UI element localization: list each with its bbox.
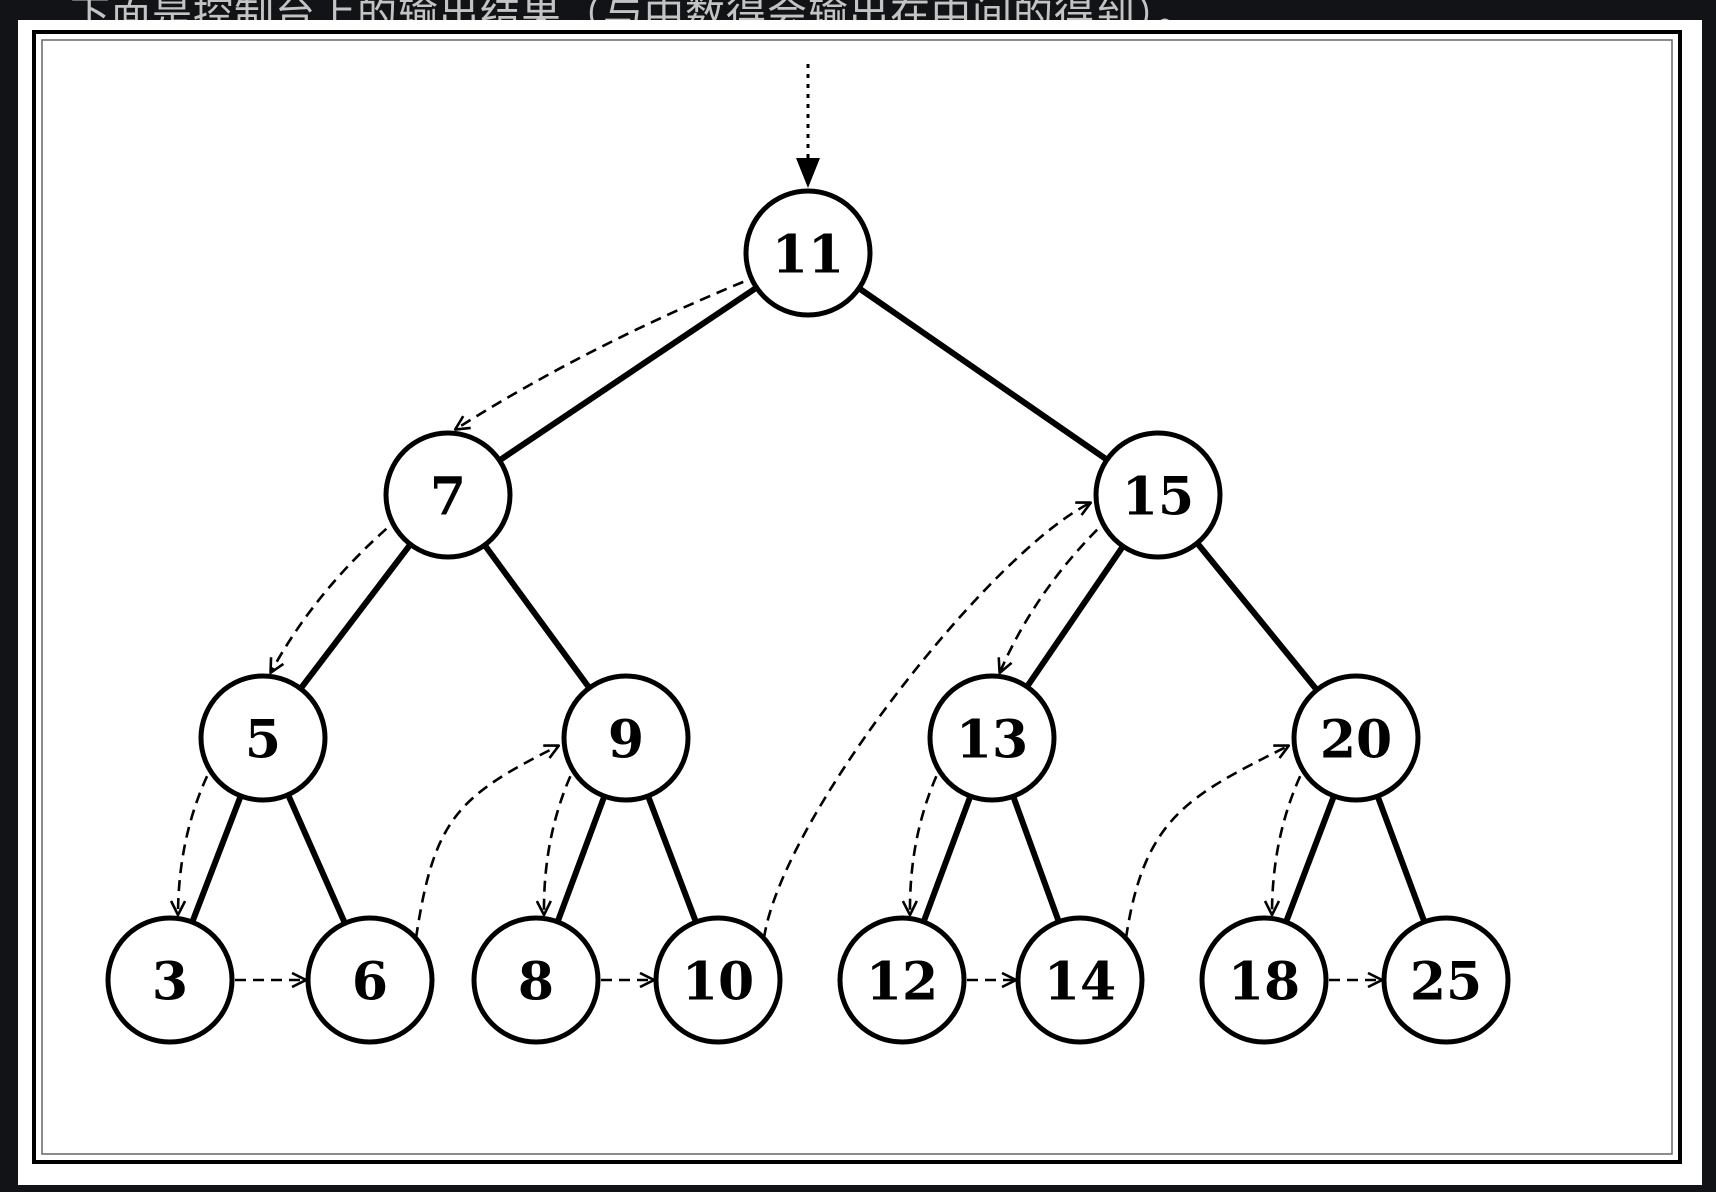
tree-node-label: 8 [518,952,554,1013]
tree-node-circle [471,915,601,1045]
traversal-arrow-n15-n13 [1000,516,1111,672]
tree-node-circle [1291,673,1421,803]
tree-node-label: 5 [245,710,281,771]
tree-edge-n15-n13 [1023,543,1127,690]
tree-node-6: 6 [305,915,435,1045]
tree-node-circle [1015,915,1145,1045]
traversal-arrows [178,273,1381,980]
tree-node-15: 15 [1093,430,1223,560]
tree-edges [189,284,1428,927]
tree-edge-n11-n15 [855,285,1111,463]
traversal-arrow-n6-n9 [414,746,558,939]
tree-node-circle [927,673,1057,803]
tree-node-20: 20 [1291,673,1421,803]
tree-node-label: 14 [1044,952,1116,1013]
tree-node-label: 11 [772,225,844,286]
tree-edge-n7-n9 [481,542,593,691]
tree-edge-n20-n25 [1374,793,1428,925]
tree-node-12: 12 [837,915,967,1045]
tree-node-circle [1199,915,1329,1045]
tree-node-5: 5 [198,673,328,803]
tree-node-circle [1093,430,1223,560]
traversal-arrow-n11-n7 [456,273,761,429]
tree-edge-n5-n6 [285,791,348,927]
tree-edge-n13-n12 [920,793,974,925]
traversal-arrow-n5-n3 [178,759,217,914]
figure-frame [32,30,1682,1164]
binary-tree-diagram: 11 7 15 5 9 13 20 3 6 8 10 12 14 18 25 [32,30,1682,1164]
tree-node-label: 3 [152,952,188,1013]
tree-node-13: 13 [927,673,1057,803]
tree-node-label: 6 [352,952,388,1013]
tree-node-label: 12 [866,952,938,1013]
tree-figure-panel: 11 7 15 5 9 13 20 3 6 8 10 12 14 18 25 [18,20,1702,1185]
tree-edge-n9-n8 [554,793,608,925]
tree-node-25: 25 [1381,915,1511,1045]
tree-edge-n20-n18 [1283,792,1337,926]
traversal-arrow-n7-n5 [271,516,401,672]
tree-node-14: 14 [1015,915,1145,1045]
tree-node-circle [198,673,328,803]
tree-node-label: 15 [1122,467,1194,528]
tree-node-circle [1381,915,1511,1045]
tree-node-8: 8 [471,915,601,1045]
tree-edge-n13-n14 [1010,793,1062,925]
tree-node-label: 9 [608,710,644,771]
traversal-arrow-n9-n8 [544,759,580,914]
tree-node-label: 13 [956,710,1028,771]
tree-edge-n7-n5 [297,541,414,692]
tree-node-label: 7 [430,467,466,528]
tree-node-label: 20 [1320,710,1392,771]
tree-node-label: 18 [1228,952,1300,1013]
tree-node-circle [743,188,873,318]
tree-node-circle [837,915,967,1045]
tree-edge-n9-n10 [645,792,699,926]
tree-nodes: 11 7 15 5 9 13 20 3 6 8 10 12 14 18 25 [105,188,1511,1045]
tree-node-circle [305,915,435,1045]
tree-node-label: 10 [682,952,754,1013]
tree-edge-n15-n20 [1194,540,1320,693]
tree-node-circle [653,915,783,1045]
tree-node-label: 25 [1410,952,1482,1013]
tree-node-11: 11 [743,188,873,318]
traversal-arrow-n13-n12 [910,759,946,914]
tree-node-7: 7 [383,430,513,560]
traversal-arrow-n14-n20 [1124,746,1288,939]
tree-node-9: 9 [561,673,691,803]
tree-node-circle [561,673,691,803]
tree-node-circle [383,430,513,560]
tree-edge-n5-n3 [189,792,244,926]
traversal-arrow-n10-n15 [762,503,1090,939]
tree-edge-n11-n7 [496,284,760,464]
tree-node-18: 18 [1199,915,1329,1045]
entry-arrowhead-icon [796,158,820,188]
tree-node-3: 3 [105,915,235,1045]
tree-node-circle [105,915,235,1045]
traversal-arrow-n20-n18 [1272,759,1310,914]
figure-inner-frame [41,39,1673,1155]
tree-node-10: 10 [653,915,783,1045]
